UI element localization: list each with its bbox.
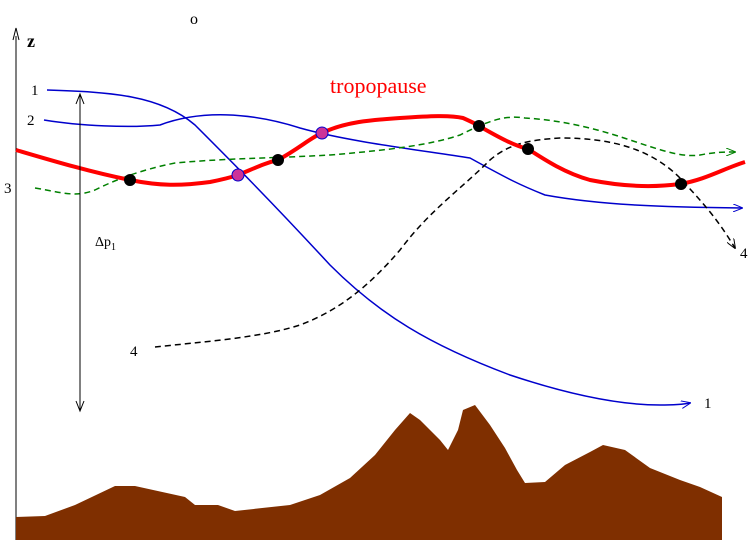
trajectory-3 [34, 116, 735, 195]
trajectory-2 [43, 114, 742, 208]
delta-p-subscript: 1 [111, 242, 116, 253]
trajectory-4-start-label: 4 [130, 344, 138, 360]
crossing-marker [675, 178, 687, 190]
crossing-marker [522, 143, 534, 155]
z-axis-label: z [27, 31, 35, 51]
delta-p-arrowhead-top [75, 92, 85, 105]
crossing-marker [315, 126, 329, 140]
trajectory-2-start-label: 2 [27, 113, 35, 129]
trajectory-1-start-label: 1 [31, 83, 39, 99]
tropopause-label: tropopause [330, 73, 427, 98]
delta-p-label: Δp1 [95, 235, 116, 253]
top-symbol: o [190, 11, 198, 28]
trajectory-1-end-label: 1 [704, 396, 712, 412]
crossing-marker [124, 174, 136, 186]
crossing-marker [231, 168, 245, 182]
delta-p-arrowhead-bottom [75, 400, 85, 413]
tropopause-line [15, 114, 746, 189]
crossing-marker [473, 120, 485, 132]
trajectory-4 [154, 137, 735, 348]
z-axis-arrowhead [12, 27, 20, 41]
crossing-marker [272, 154, 284, 166]
trajectory-3-start-label: 3 [4, 181, 12, 197]
terrain [16, 405, 722, 540]
trajectory-1 [46, 89, 690, 405]
delta-p-symbol: Δp [95, 235, 111, 250]
trajectory-4-end-label: 4 [740, 246, 748, 262]
